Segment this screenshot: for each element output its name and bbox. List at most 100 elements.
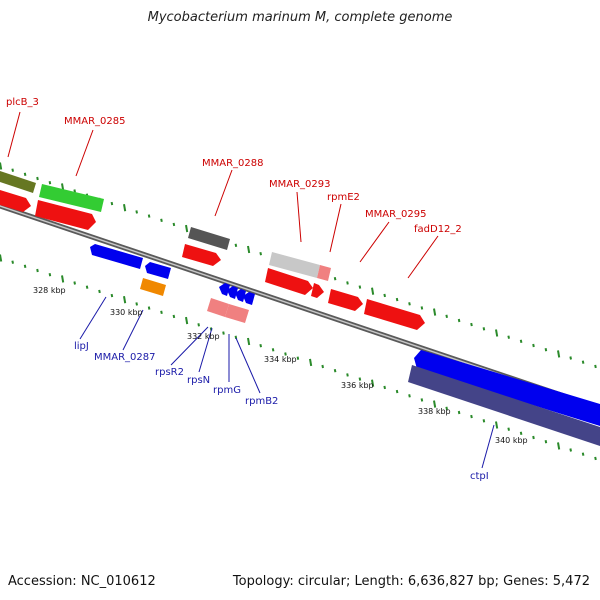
- minor-tick: [85, 285, 89, 289]
- minor-tick: [420, 306, 424, 310]
- minor-tick: [296, 356, 300, 360]
- minor-tick: [284, 352, 287, 356]
- label-plcB_3: plcB_3: [6, 97, 39, 108]
- cds-2[interactable]: [35, 200, 96, 230]
- minor-tick: [532, 343, 535, 348]
- minor-tick: [110, 293, 114, 298]
- major-tick: [433, 400, 437, 408]
- minor-tick: [23, 264, 27, 268]
- major-tick: [309, 358, 313, 367]
- minor-tick: [383, 293, 386, 298]
- minor-tick: [532, 435, 535, 440]
- label-MMAR_0293: MMAR_0293: [269, 179, 331, 190]
- map-title: Mycobacterium marinum M, complete genome: [147, 10, 453, 25]
- minor-tick: [333, 277, 337, 281]
- cds-5[interactable]: [311, 283, 324, 298]
- major-tick: [557, 350, 561, 358]
- forward-features: [0, 171, 425, 330]
- minor-tick: [457, 318, 461, 323]
- gene-MMAR_0287[interactable]: [145, 262, 171, 279]
- gene-rpsR2[interactable]: [219, 283, 230, 296]
- minor-tick: [147, 214, 151, 218]
- major-tick: [495, 329, 499, 337]
- gene-rpmB2[interactable]: [243, 292, 255, 305]
- minor-tick: [519, 339, 523, 343]
- label-rpsN: rpsN: [187, 375, 210, 386]
- minor-tick: [594, 364, 597, 369]
- minor-tick: [544, 440, 548, 444]
- label-MMAR_0295: MMAR_0295: [365, 209, 427, 220]
- major-tick: [247, 337, 251, 346]
- gene-fadD12_2[interactable]: [364, 299, 425, 330]
- gene-ctpI[interactable]: [408, 365, 600, 446]
- minor-tick: [395, 389, 399, 394]
- gene-MMAR_0295[interactable]: [328, 289, 363, 311]
- major-tick: [61, 275, 65, 283]
- minor-tick: [457, 410, 461, 415]
- label-rpsR2: rpsR2: [155, 367, 184, 378]
- minor-tick: [482, 419, 486, 423]
- minor-tick: [259, 252, 262, 256]
- minor-tick: [482, 327, 486, 331]
- orange-feature[interactable]: [140, 278, 166, 296]
- topology-text: Topology: circular; Length: 6,636,827 bp…: [232, 574, 590, 589]
- major-tick: [495, 421, 499, 429]
- major-tick: [371, 379, 375, 387]
- ruler-labels: 328 kbp 330 kbp 332 kbp 334 kbp 336 kbp …: [33, 286, 528, 445]
- label-fadD12_2: fadD12_2: [414, 224, 462, 235]
- minor-tick: [222, 331, 225, 335]
- gene-MMAR_0293[interactable]: [269, 252, 320, 278]
- ruler-label-332: 332 kbp: [187, 332, 220, 341]
- minor-tick: [271, 348, 275, 352]
- pink-feature-right[interactable]: [225, 304, 249, 323]
- gene-MMAR_0288[interactable]: [188, 227, 230, 250]
- gene-MMAR_0285[interactable]: [39, 184, 104, 212]
- minor-tick: [470, 414, 473, 419]
- minor-tick: [11, 168, 14, 172]
- minor-tick: [544, 348, 548, 352]
- gene-rpmE2[interactable]: [317, 265, 331, 281]
- major-tick: [433, 308, 437, 316]
- minor-tick: [98, 289, 101, 294]
- ruler-label-336: 336 kbp: [341, 381, 374, 390]
- minor-tick: [36, 268, 39, 273]
- label-rpmG: rpmG: [213, 385, 241, 396]
- minor-tick: [135, 302, 138, 306]
- gene-rpmG[interactable]: [235, 289, 246, 302]
- minor-tick: [383, 385, 386, 390]
- major-tick: [123, 296, 127, 304]
- reverse-features: [90, 244, 600, 446]
- cds-4[interactable]: [265, 268, 313, 295]
- minor-tick: [408, 394, 411, 398]
- ruler-label-330: 330 kbp: [110, 308, 143, 317]
- minor-tick: [358, 285, 362, 289]
- cds-1[interactable]: [0, 190, 31, 212]
- major-tick: [0, 254, 3, 262]
- minor-tick: [321, 364, 324, 369]
- pink-feature-left[interactable]: [207, 298, 229, 317]
- gene-rpsN[interactable]: [227, 286, 238, 299]
- minor-tick: [147, 306, 151, 310]
- minor-tick: [333, 369, 337, 373]
- reverse-label-leaders: [79, 296, 495, 469]
- minor-tick: [197, 323, 200, 327]
- minor-tick: [160, 218, 163, 222]
- blue-feature-long[interactable]: [414, 350, 600, 426]
- label-MMAR_0288: MMAR_0288: [202, 158, 264, 169]
- minor-tick: [358, 377, 362, 381]
- cds-3[interactable]: [182, 244, 221, 266]
- minor-tick: [346, 373, 349, 377]
- minor-tick: [48, 273, 52, 277]
- ruler-label-328: 328 kbp: [33, 286, 66, 295]
- minor-tick: [259, 344, 262, 348]
- minor-tick: [160, 310, 163, 314]
- forward-gene-labels: plcB_3 MMAR_0285 MMAR_0288 MMAR_0293 rpm…: [6, 97, 462, 235]
- major-tick: [185, 224, 189, 233]
- minor-tick: [48, 181, 52, 185]
- minor-tick: [569, 448, 572, 452]
- major-tick: [123, 204, 127, 212]
- minor-tick: [11, 260, 14, 264]
- gene-plcB_3[interactable]: [0, 171, 36, 193]
- gene-lipJ[interactable]: [90, 244, 143, 269]
- minor-tick: [581, 452, 585, 456]
